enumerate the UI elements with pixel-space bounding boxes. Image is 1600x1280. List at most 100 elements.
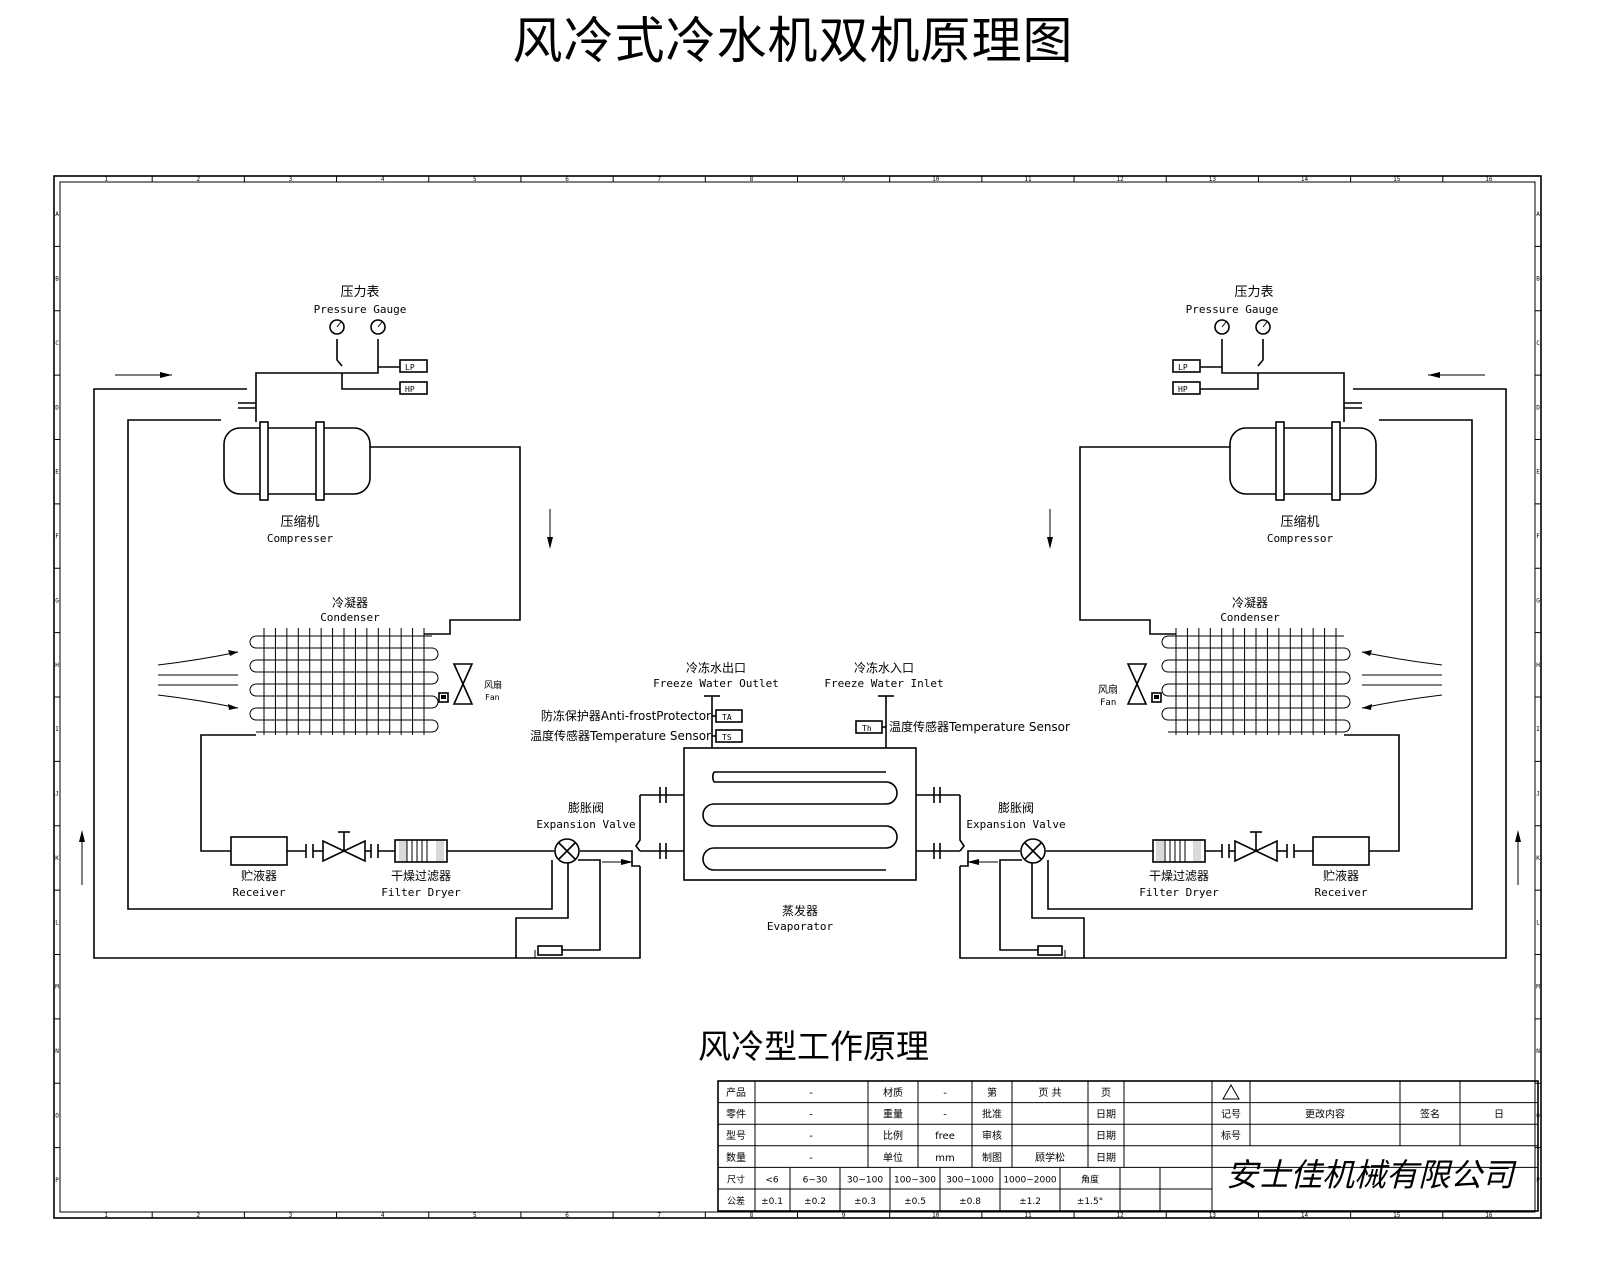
frame-row-label: B (55, 276, 59, 283)
frame-col-label: 5 (473, 176, 477, 183)
frame-row-label: E (55, 469, 59, 476)
title-block-cell: 顾学松 (1035, 1151, 1065, 1164)
title-block-cell: 日期 (1096, 1109, 1116, 1121)
right-fan-en: Fan (1100, 698, 1116, 708)
title-block-dim: 角度 (1081, 1173, 1099, 1185)
right-pressure-gauge-2 (1255, 319, 1271, 335)
frame-col-label: 3 (289, 1212, 293, 1219)
left-receiver (230, 836, 288, 866)
title-block-tol: ±0.8 (959, 1197, 981, 1207)
title-block-cell: 页 共 (1038, 1087, 1061, 1099)
company-name: 安士佳机械有限公司 (1226, 1156, 1517, 1194)
right-airflow-arrows (1361, 650, 1443, 710)
frame-col-label: 4 (381, 1212, 385, 1219)
evaporator (635, 747, 965, 881)
right-compressor (1229, 427, 1377, 495)
water-outlet-en: Freeze Water Outlet (653, 677, 779, 690)
frame-col-label: 6 (565, 176, 569, 183)
title-block-cell: free (935, 1131, 955, 1142)
antifrost-label: 防冻保护器Anti-frostProtector (541, 708, 711, 723)
frame-row-label: I (1536, 726, 1540, 733)
frame-col-label: 8 (750, 1212, 754, 1219)
frame-col-label: 16 (1485, 1212, 1493, 1219)
frame-row-label: K (55, 855, 59, 862)
frame-col-label: 16 (1485, 176, 1493, 183)
left-lp-tag: LP (405, 363, 415, 372)
frame-col-label: 9 (842, 1212, 846, 1219)
frame-row-label: O (55, 1112, 59, 1119)
frame-col-label: 12 (1117, 1212, 1125, 1219)
frame-row-label: K (1536, 855, 1540, 862)
frame-col-label: 4 (381, 176, 385, 183)
left-circuit: LP HP 压力表 Pressure Gauge 压缩机 Compresser … (79, 285, 641, 959)
title-block-dim: 30~100 (847, 1175, 883, 1185)
right-expansion-valve (1020, 838, 1046, 864)
right-receiver-cn: 贮液器 (1323, 868, 1359, 883)
right-circuit: LP HP 压力表 Pressure Gauge 压缩机 Compressor … (959, 285, 1521, 959)
frame-col-label: 7 (657, 176, 661, 183)
frame-col-label: 14 (1301, 1212, 1309, 1219)
title-block-cell: 签名 (1420, 1108, 1440, 1121)
frame-row-label: L (55, 919, 59, 926)
left-airflow-arrows (157, 650, 239, 710)
frame-row-label: A (55, 211, 59, 218)
frame-col-label: 5 (473, 1212, 477, 1219)
title-block-tol: ±1.5° (1077, 1197, 1103, 1207)
right-filter-en: Filter Dryer (1139, 886, 1219, 899)
right-valve-en: Expansion Valve (966, 818, 1065, 831)
left-condenser (249, 628, 439, 735)
right-compressor-en: Compressor (1267, 532, 1334, 545)
water-outlet-cn: 冷冻水出口 (686, 660, 746, 675)
right-pressure-gauge-1 (1214, 319, 1230, 335)
frame-col-label: 11 (1024, 176, 1032, 183)
title-block-cell: - (809, 1110, 813, 1121)
temp-sensor-right-tag: Th (862, 724, 872, 733)
left-hp-tag: HP (405, 385, 415, 394)
frame-col-label: 13 (1209, 176, 1217, 183)
temp-sensor-left-tag: TS (722, 733, 732, 742)
right-fan-icon (1126, 663, 1162, 705)
frame-col-label: 2 (196, 176, 200, 183)
title-block-dim: 1000~2000 (1003, 1175, 1057, 1185)
antifrost-tag: TA (722, 713, 732, 722)
frame-row-label: N (55, 1048, 59, 1055)
left-pressure-gauge-1 (329, 319, 345, 335)
water-inlet-cn: 冷冻水入口 (854, 660, 914, 675)
title-block-cell: mm (935, 1153, 954, 1164)
frame-row-label: E (1536, 469, 1540, 476)
title-block-tol: 公差 (727, 1195, 745, 1207)
right-shutoff-valve (1234, 831, 1278, 863)
title-block-tol: ±0.2 (804, 1197, 826, 1207)
frame-row-label: P (55, 1177, 59, 1184)
left-pressure-gauge-2 (370, 319, 386, 335)
title-block-cell: 审核 (982, 1129, 1002, 1142)
left-pressure-gauge-en: Pressure Gauge (314, 303, 407, 316)
right-filter-cn: 干燥过滤器 (1149, 869, 1209, 883)
left-pressure-gauge-cn: 压力表 (340, 285, 379, 300)
frame-row-label: F (1536, 533, 1540, 540)
frame-row-label: M (1536, 984, 1540, 991)
right-pressure-gauge-cn: 压力表 (1234, 285, 1273, 300)
frame-col-label: 3 (289, 176, 293, 183)
frame-col-label: 15 (1393, 176, 1401, 183)
frame-row-label: D (1536, 404, 1540, 411)
title-block-cell: 单位 (883, 1151, 903, 1164)
right-receiver (1312, 836, 1370, 866)
frame-row-label: G (1536, 597, 1540, 604)
left-valve-cn: 膨胀阀 (568, 801, 604, 815)
title-block-cell: 标号 (1221, 1130, 1241, 1142)
frame-row-label: F (55, 533, 59, 540)
warning-triangle-icon (1222, 1083, 1240, 1100)
frame-row-label: H (55, 662, 59, 669)
right-receiver-en: Receiver (1315, 886, 1368, 899)
frame-row-label: B (1536, 276, 1540, 283)
right-condenser-en: Condenser (1220, 611, 1280, 624)
left-filter-cn: 干燥过滤器 (391, 869, 451, 883)
title-block-cell: 制图 (982, 1151, 1002, 1164)
right-lp-tag: LP (1178, 363, 1188, 372)
frame-row-label: J (1536, 791, 1540, 798)
title-block-cell: 日期 (1096, 1130, 1116, 1142)
frame-col-label: 13 (1209, 1212, 1217, 1219)
